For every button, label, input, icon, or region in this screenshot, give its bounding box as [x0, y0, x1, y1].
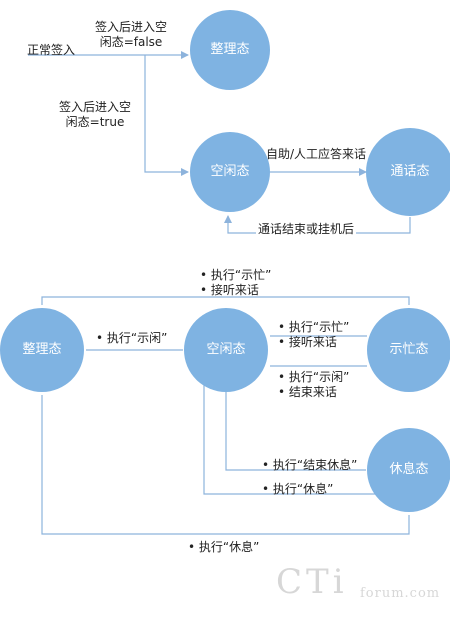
- d2-node-tidy: [0, 308, 84, 392]
- tidy-to-idle-label: • 执行“示闲”: [94, 331, 170, 346]
- d2-node-busy: [367, 308, 450, 392]
- bottom-loop-label: • 执行“休息”: [188, 540, 260, 554]
- d1-node-tidy-label: 整理态: [210, 42, 250, 57]
- cond-true-label: 签入后进入空 闲态=true: [58, 100, 131, 129]
- idle-to-rest-lower: [203, 380, 379, 495]
- d2-node-busy-label: 示忙态: [389, 342, 429, 357]
- branch-to-idle: [144, 55, 189, 176]
- busy-to-idle-label: • 执行“示闲” • 结束来话: [278, 370, 350, 399]
- d2-node-rest: [367, 428, 450, 512]
- d1-node-talk-label: 通话态: [390, 164, 430, 179]
- idle-to-busy-label: • 执行“示忙” • 接听来话: [278, 320, 350, 349]
- d2-node-idle-label: 空闲态: [206, 342, 246, 357]
- idle-to-talk-label: 自助/人工应答来话: [266, 147, 367, 161]
- cond-false-label: 签入后进入空 闲态=false: [94, 20, 167, 49]
- d2-node-rest-label: 休息态: [389, 462, 429, 477]
- idle-to-rest-upper: [225, 392, 366, 471]
- talk-to-idle-label: 通话结束或挂机后: [256, 222, 357, 237]
- d2-node-tidy-label: 整理态: [22, 342, 62, 357]
- idle-to-rest-label: • 执行“休息”: [262, 482, 334, 496]
- d1-node-idle-label: 空闲态: [210, 164, 250, 179]
- d1-node-idle: [190, 132, 270, 212]
- rest-end-label: • 执行“结束休息”: [262, 458, 358, 472]
- d2-connectors: [41, 296, 410, 535]
- d1-node-tidy: [190, 10, 270, 90]
- top-loop-label: • 执行“示忙” • 接听来话: [200, 268, 272, 297]
- bottom-loop: [41, 395, 410, 535]
- top-loop: [41, 296, 410, 305]
- nodes: [0, 10, 450, 512]
- entry-label: 正常签入: [27, 43, 76, 57]
- d2-node-idle: [184, 308, 268, 392]
- watermark-domain: forum.com: [360, 586, 441, 601]
- watermark-logo: CTi: [276, 562, 348, 602]
- d1-node-talk: [366, 128, 450, 216]
